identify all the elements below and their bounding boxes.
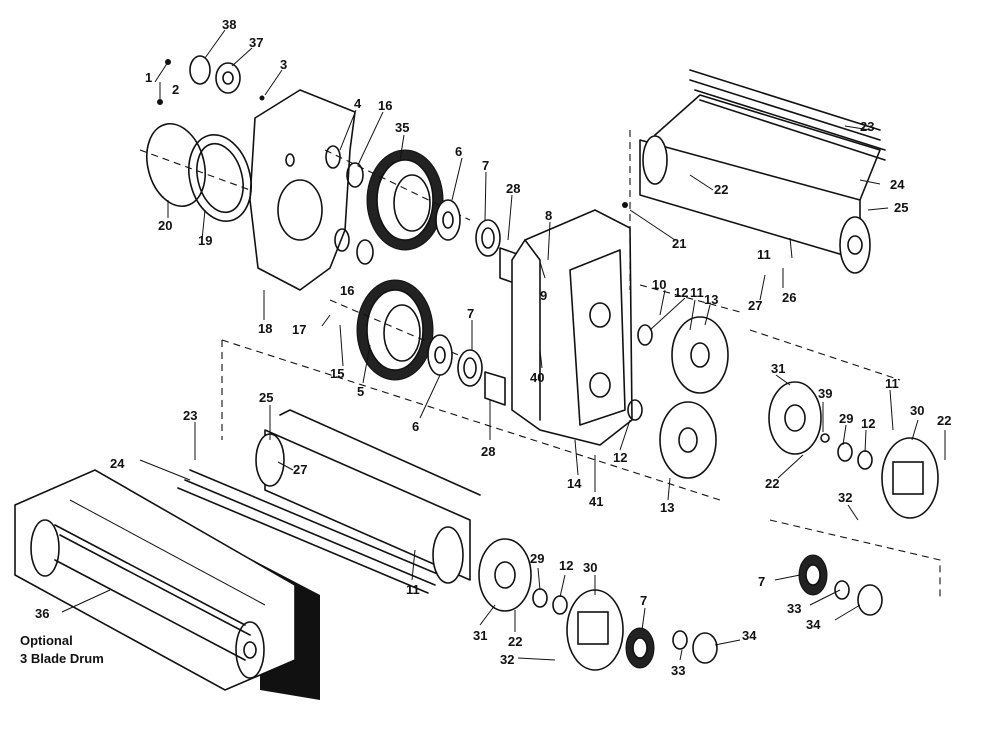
label-15: 15 (330, 366, 344, 381)
label-12a: 12 (674, 285, 688, 300)
lower-hub-assembly-part (478, 538, 718, 671)
label-37: 37 (249, 35, 263, 50)
drive-flanges-part (627, 316, 729, 479)
label-20: 20 (158, 218, 172, 233)
label-7a: 7 (482, 158, 489, 173)
label-7d: 7 (640, 593, 647, 608)
label-25b: 25 (259, 390, 273, 405)
label-23a: 23 (860, 119, 874, 134)
label-24a: 24 (890, 177, 905, 192)
label-26: 26 (782, 290, 796, 305)
label-18: 18 (258, 321, 272, 336)
upper-gear-part (366, 149, 444, 251)
label-22b: 22 (937, 413, 951, 428)
label-11c: 11 (885, 376, 899, 391)
label-6b: 6 (412, 419, 419, 434)
label-13a: 13 (704, 292, 718, 307)
upper-drum-part (629, 69, 886, 313)
label-28b: 28 (481, 444, 495, 459)
label-30b: 30 (583, 560, 597, 575)
label-39: 39 (818, 386, 832, 401)
gear-case-plate-part (249, 89, 356, 291)
label-11d: 11 (406, 582, 420, 597)
label-14: 14 (567, 476, 582, 491)
label-13b: 13 (660, 500, 674, 515)
label-16a: 16 (378, 98, 392, 113)
label-17: 17 (292, 322, 306, 337)
label-21: 21 (672, 236, 686, 251)
label-2: 2 (172, 82, 179, 97)
label-12b: 12 (613, 450, 627, 465)
label-12d: 12 (559, 558, 573, 573)
label-38: 38 (222, 17, 236, 32)
label-31b: 31 (473, 628, 487, 643)
label-41: 41 (589, 494, 603, 509)
label-35: 35 (395, 120, 409, 135)
label-7c: 7 (758, 574, 765, 589)
label-34b: 34 (742, 628, 757, 643)
label-34a: 34 (806, 617, 821, 632)
gearbox-housing-part (511, 202, 633, 446)
label-23b: 23 (183, 408, 197, 423)
label-16b: 16 (340, 283, 354, 298)
label-7b: 7 (467, 306, 474, 321)
label-29b: 29 (530, 551, 544, 566)
lower-drum-part (177, 339, 721, 594)
label-25a: 25 (894, 200, 908, 215)
label-3: 3 (280, 57, 287, 72)
label-19: 19 (198, 233, 212, 248)
label-36: 36 (35, 606, 49, 621)
label-22c: 22 (765, 476, 779, 491)
label-5: 5 (357, 384, 364, 399)
label-29a: 29 (839, 411, 853, 426)
label-6a: 6 (455, 144, 462, 159)
label-40: 40 (530, 370, 544, 385)
label-11b: 11 (757, 247, 771, 262)
right-hub-assembly-part (749, 329, 941, 600)
label-27a: 27 (748, 298, 762, 313)
optional-3-blade-drum-part (14, 469, 320, 700)
label-22a: 22 (714, 182, 728, 197)
label-4: 4 (354, 96, 362, 111)
label-31a: 31 (771, 361, 785, 376)
part-number-labels: 38 37 1 2 3 4 16 35 6 7 28 8 21 23 24 22… (35, 17, 951, 678)
label-33b: 33 (671, 663, 685, 678)
label-32b: 32 (500, 652, 514, 667)
hubs-bearings-part (427, 199, 521, 406)
label-28a: 28 (506, 181, 520, 196)
lower-right-rings-part (798, 554, 883, 616)
label-27b: 27 (293, 462, 307, 477)
small-plates-part (157, 55, 241, 105)
label-9: 9 (540, 288, 547, 303)
label-11a: 11 (690, 285, 704, 300)
label-12c: 12 (861, 416, 875, 431)
label-8: 8 (545, 208, 552, 223)
label-10: 10 (652, 277, 666, 292)
caption-line-1: Optional (20, 633, 73, 648)
label-30a: 30 (910, 403, 924, 418)
end-cover-ring-part (139, 122, 252, 223)
label-22d: 22 (508, 634, 522, 649)
lower-gear-part (356, 279, 434, 381)
leader-lines (61, 29, 946, 661)
label-33a: 33 (787, 601, 801, 616)
label-24b: 24 (110, 456, 125, 471)
caption-line-2: 3 Blade Drum (20, 651, 104, 666)
label-32a: 32 (838, 490, 852, 505)
label-1: 1 (145, 70, 152, 85)
